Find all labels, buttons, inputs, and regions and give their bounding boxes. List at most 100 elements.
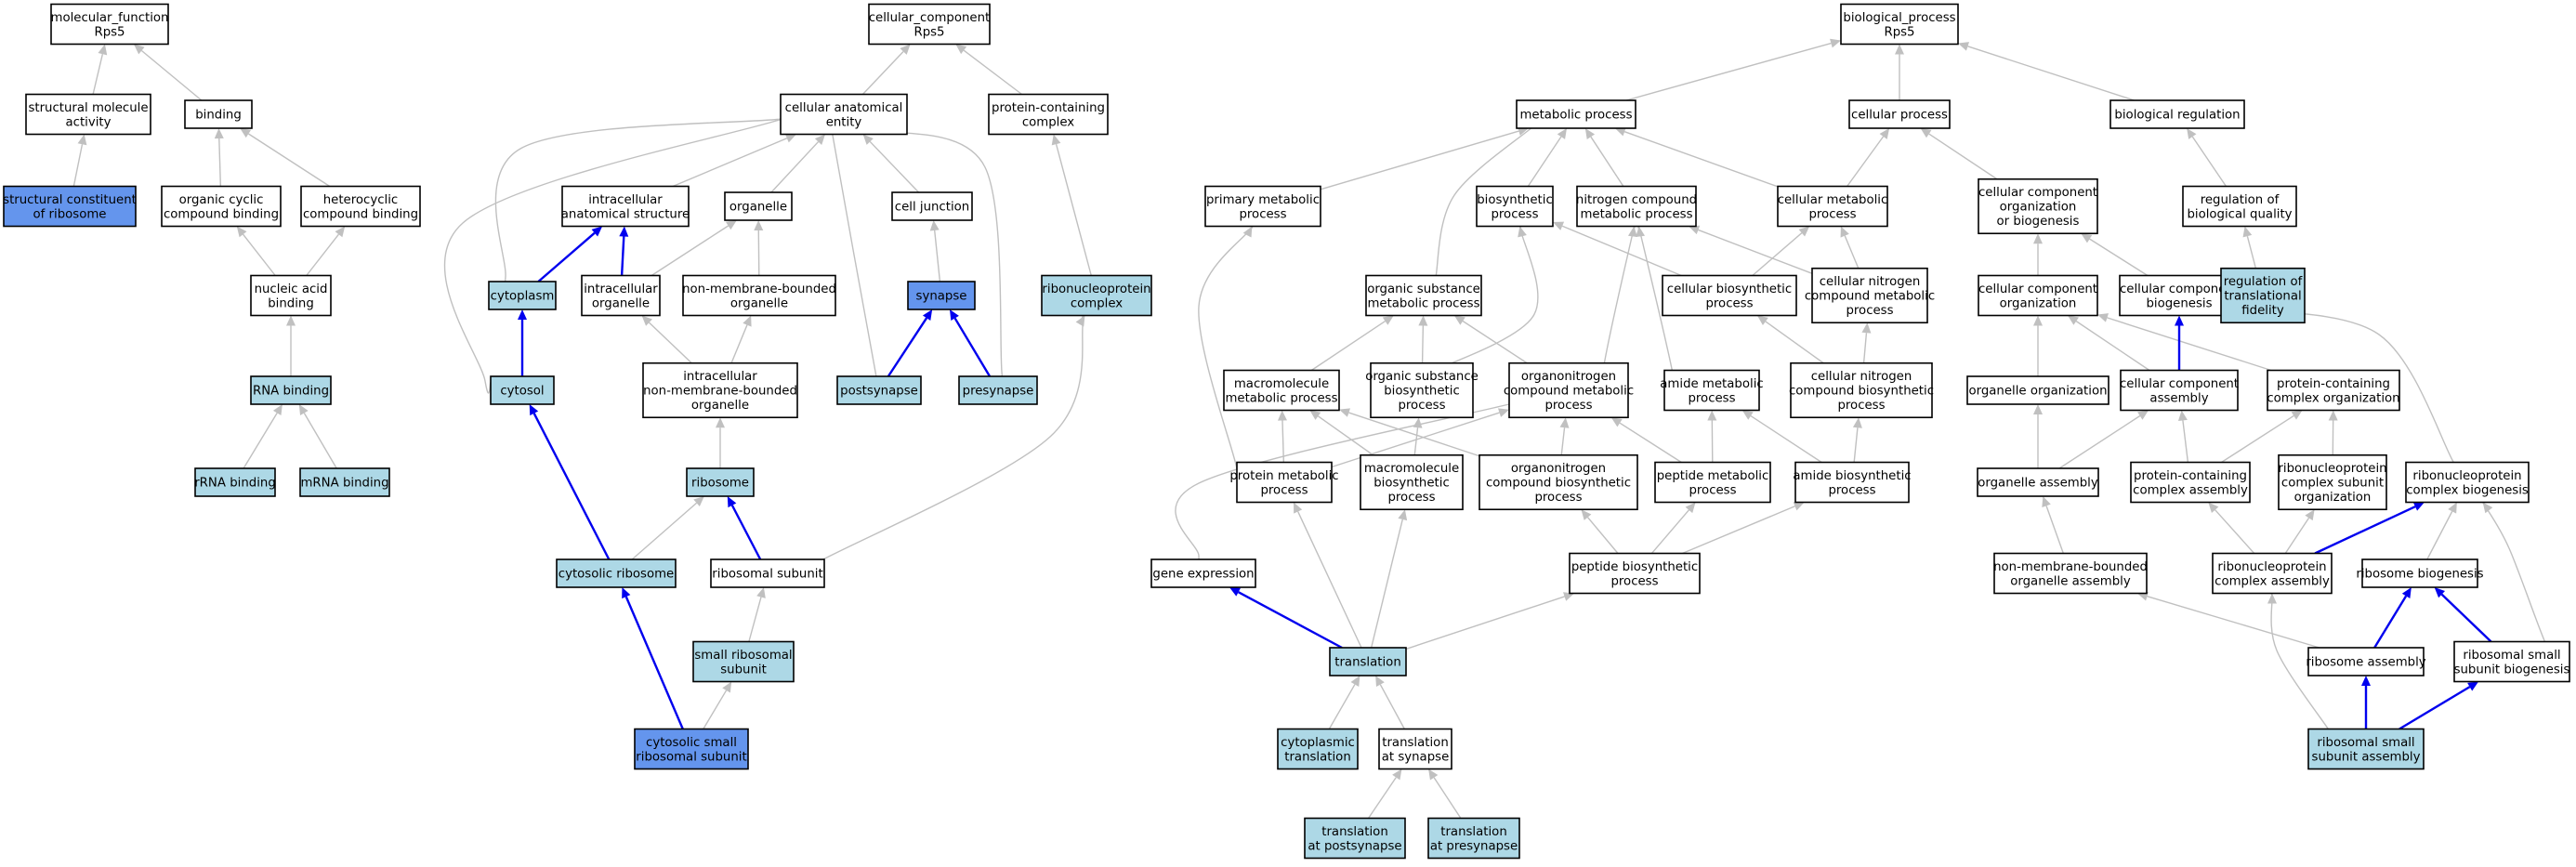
go-term-node-binding[interactable]: binding xyxy=(184,99,253,129)
is-a-edge xyxy=(1433,777,1462,819)
node-label-line: complex subunit xyxy=(2281,477,2384,491)
go-term-node-translation[interactable]: translation xyxy=(1329,647,1407,677)
go-term-node-metabolic[interactable]: metabolic process xyxy=(1516,99,1636,129)
go-term-node-ribosome-biogenesis[interactable]: ribosome biogenesis xyxy=(2356,558,2484,588)
go-term-node-bio-regulation[interactable]: biological regulation xyxy=(2109,99,2245,129)
is-a-edge xyxy=(649,322,692,364)
go-term-node-cytosol[interactable]: cytosol xyxy=(490,375,555,405)
is-a-edge xyxy=(1967,46,2135,101)
edges-layer xyxy=(72,38,2554,819)
node-box xyxy=(1663,369,1760,412)
go-term-node-rna-binding[interactable]: RNA binding xyxy=(250,375,332,405)
node-label-line: subunit assembly xyxy=(2312,750,2421,764)
is-a-edge xyxy=(243,233,276,276)
go-term-node-ribosome[interactable]: ribosome xyxy=(686,467,755,497)
node-label-line: non-membrane-bounded xyxy=(643,385,797,399)
go-term-node-cytosolic-ribosome[interactable]: cytosolic ribosome xyxy=(556,558,677,588)
arrowhead-icon xyxy=(298,404,309,416)
node-box xyxy=(1365,274,1482,317)
node-box xyxy=(891,191,973,221)
go-term-node-ribosomal-subunit[interactable]: ribosomal subunit xyxy=(710,558,825,588)
go-term-node-organelle-assembly[interactable]: organelle assembly xyxy=(1977,467,2099,497)
go-term-node-postsynapse[interactable]: postsynapse xyxy=(836,375,922,405)
go-term-node-organelle[interactable]: organelle xyxy=(724,191,793,221)
go-term-node-cytoplasm[interactable]: cytoplasm xyxy=(488,281,557,310)
is-a-edge xyxy=(1310,321,1386,372)
arrowhead-icon xyxy=(2042,496,2051,508)
node-box xyxy=(1329,647,1407,677)
go-term-node-cell-junction[interactable]: cell junction xyxy=(891,191,973,221)
go-term-node-gene-expression[interactable]: gene expression xyxy=(1150,558,1256,588)
arrowhead-icon xyxy=(1920,128,1932,138)
is-a-edge xyxy=(1847,136,1885,187)
go-term-node-synapse[interactable]: synapse xyxy=(907,281,976,310)
node-label-line: peptide metabolic xyxy=(1657,469,1769,483)
node-box xyxy=(1790,361,1933,419)
node-label-line: ribonucleoprotein xyxy=(1042,282,1150,296)
go-term-node-cellular-process[interactable]: cellular process xyxy=(1848,99,1951,129)
go-term-node-presynapse[interactable]: presynapse xyxy=(958,375,1038,405)
go-term-node-rrna-binding[interactable]: rRNA binding xyxy=(194,467,276,497)
go-term-node-organelle-organization[interactable]: organelle organization xyxy=(1966,375,2109,405)
go-term-node-mrna-binding[interactable]: mRNA binding xyxy=(299,467,390,497)
go-term-node-ribosome-assembly[interactable]: ribosome assembly xyxy=(2306,647,2426,677)
node-label-line: intracellular xyxy=(584,282,658,296)
arrowhead-icon xyxy=(2187,128,2197,139)
arrowhead-icon xyxy=(1518,226,1527,238)
go-term-node-intracell-nonmembrane[interactable]: intracellularnon-membrane-boundedorganel… xyxy=(642,361,798,419)
is-a-edge xyxy=(1602,219,1636,381)
